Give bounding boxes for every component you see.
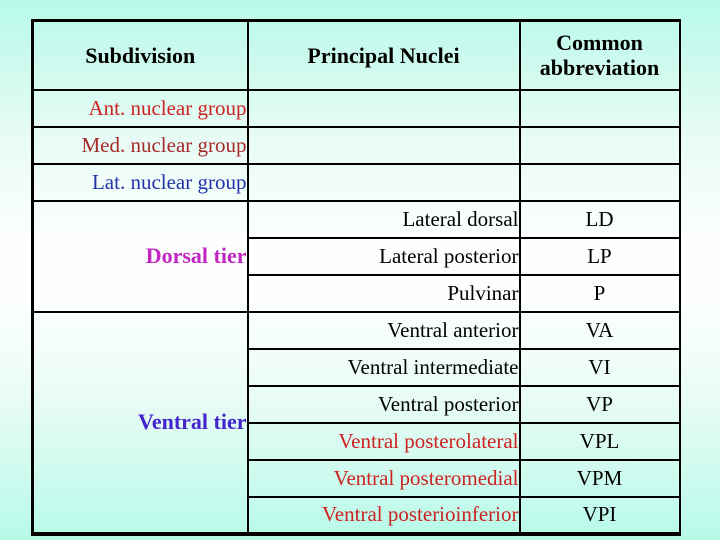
empty-cell <box>518 88 681 128</box>
empty-cell <box>246 162 521 202</box>
row-ventral-intermediate: Ventral intermediate VI <box>33 347 681 387</box>
cell-nucleus: Ventral posterioinferior <box>246 495 521 535</box>
row-lateral-posterior: Lateral posterior LP <box>33 236 681 276</box>
cell-abbreviation: VA <box>518 310 681 350</box>
empty-cell <box>246 125 521 165</box>
row-lat-nuclear-group: Lat. nuclear group <box>31 162 681 202</box>
cell-abbreviation: LD <box>518 199 681 239</box>
cell-subdivision: Med. nuclear group <box>31 125 249 165</box>
thalamic-nuclei-table: Subdivision Principal Nuclei Common abbr… <box>31 19 681 536</box>
cell-nucleus: Lateral posterior <box>246 236 521 276</box>
cell-subdivision: Lat. nuclear group <box>31 162 249 202</box>
row-ant-nuclear-group: Ant. nuclear group <box>31 88 681 128</box>
cell-abbreviation: LP <box>518 236 681 276</box>
row-ventral-anterior: Ventral tier Ventral anterior VA <box>31 310 681 535</box>
cell-nucleus: Ventral posteromedial <box>246 458 521 498</box>
empty-cell <box>246 88 521 128</box>
row-ventral-posteromedial: Ventral posteromedial VPM <box>33 458 681 498</box>
row-ventral-posterioinferior: Ventral posterioinferior VPI <box>33 495 681 535</box>
row-ventral-posterolateral: Ventral posterolateral VPL <box>33 421 681 461</box>
cell-nucleus: Ventral intermediate <box>246 347 521 387</box>
header-principal-nuclei: Principal Nuclei <box>246 19 521 91</box>
cell-abbreviation: P <box>518 273 681 313</box>
cell-abbreviation: VPM <box>518 458 681 498</box>
header-row: Subdivision Principal Nuclei Common abbr… <box>31 19 681 91</box>
cell-abbreviation: VP <box>518 384 681 424</box>
cell-nucleus: Ventral posterolateral <box>246 421 521 461</box>
cell-dorsal-tier: Dorsal tier <box>31 199 249 313</box>
cell-abbreviation: VPL <box>518 421 681 461</box>
empty-cell <box>518 125 681 165</box>
cell-nucleus: Ventral posterior <box>246 384 521 424</box>
row-med-nuclear-group: Med. nuclear group <box>31 125 681 165</box>
cell-nucleus: Ventral anterior <box>246 310 521 350</box>
cell-ventral-tier: Ventral tier <box>31 310 249 535</box>
cell-nucleus: Lateral dorsal <box>246 199 521 239</box>
cell-subdivision: Ant. nuclear group <box>31 88 249 128</box>
empty-cell <box>518 162 681 202</box>
row-ventral-posterior: Ventral posterior VP <box>33 384 681 424</box>
header-subdivision: Subdivision <box>31 19 249 91</box>
row-lateral-dorsal: Dorsal tier Lateral dorsal LD <box>31 199 681 313</box>
row-pulvinar: Pulvinar P <box>33 273 681 313</box>
cell-abbreviation: VPI <box>518 495 681 535</box>
cell-abbreviation: VI <box>518 347 681 387</box>
header-common-abbreviation: Common abbreviation <box>518 19 681 91</box>
cell-nucleus: Pulvinar <box>246 273 521 313</box>
